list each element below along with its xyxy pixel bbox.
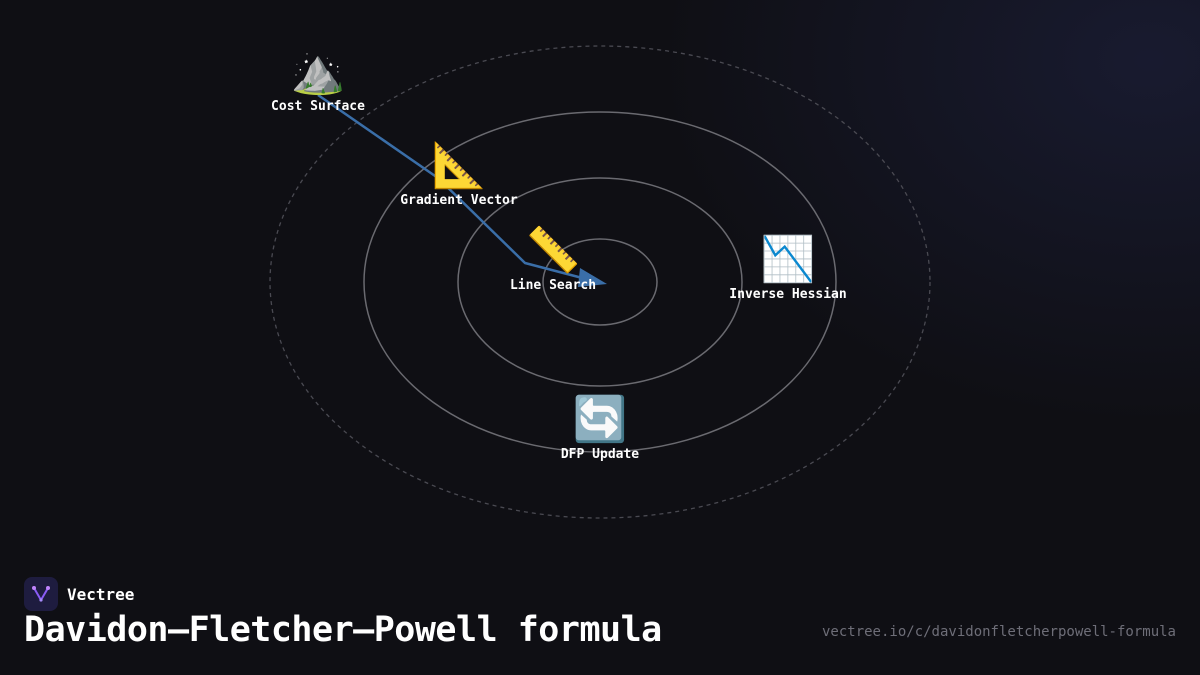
brand: Vectree [24, 577, 134, 611]
contour-ring-3 [363, 111, 837, 453]
brand-name: Vectree [67, 584, 135, 604]
node-inverse-hessian: 📉 Inverse Hessian [729, 234, 846, 304]
descent-path [317, 93, 591, 282]
node-label: DFP Update [560, 447, 640, 462]
node-cost-surface: ⛰️ Cost Surface [271, 46, 365, 116]
contour-ring-1 [542, 238, 658, 326]
chart-decreasing-icon: 📉 [760, 234, 816, 285]
descent-arrowhead [578, 268, 607, 287]
node-label: Inverse Hessian [729, 287, 847, 302]
node-label: Cost Surface [271, 99, 365, 114]
mountain-icon: ⛰️ [290, 46, 346, 97]
ruler-icon: 📏 [525, 225, 581, 276]
node-label: Gradient Vector [400, 193, 518, 208]
outer-contour-ring [269, 45, 931, 519]
triangular-ruler-icon: 📐 [431, 140, 487, 191]
page-url: vectree.io/c/davidonfletcherpowell-formu… [821, 624, 1176, 640]
refresh-arrows-icon: 🔄 [572, 394, 628, 445]
node-dfp-update: 🔄 DFP Update [561, 394, 639, 464]
contour-ring-2 [457, 177, 743, 387]
node-gradient-vector: 📐 Gradient Vector [400, 140, 517, 210]
node-line-search: 📏 Line Search [510, 225, 596, 295]
node-label: Line Search [509, 278, 597, 293]
page-title: Davidon–Fletcher–Powell formula [24, 610, 662, 650]
vectree-logo-icon [24, 577, 58, 611]
